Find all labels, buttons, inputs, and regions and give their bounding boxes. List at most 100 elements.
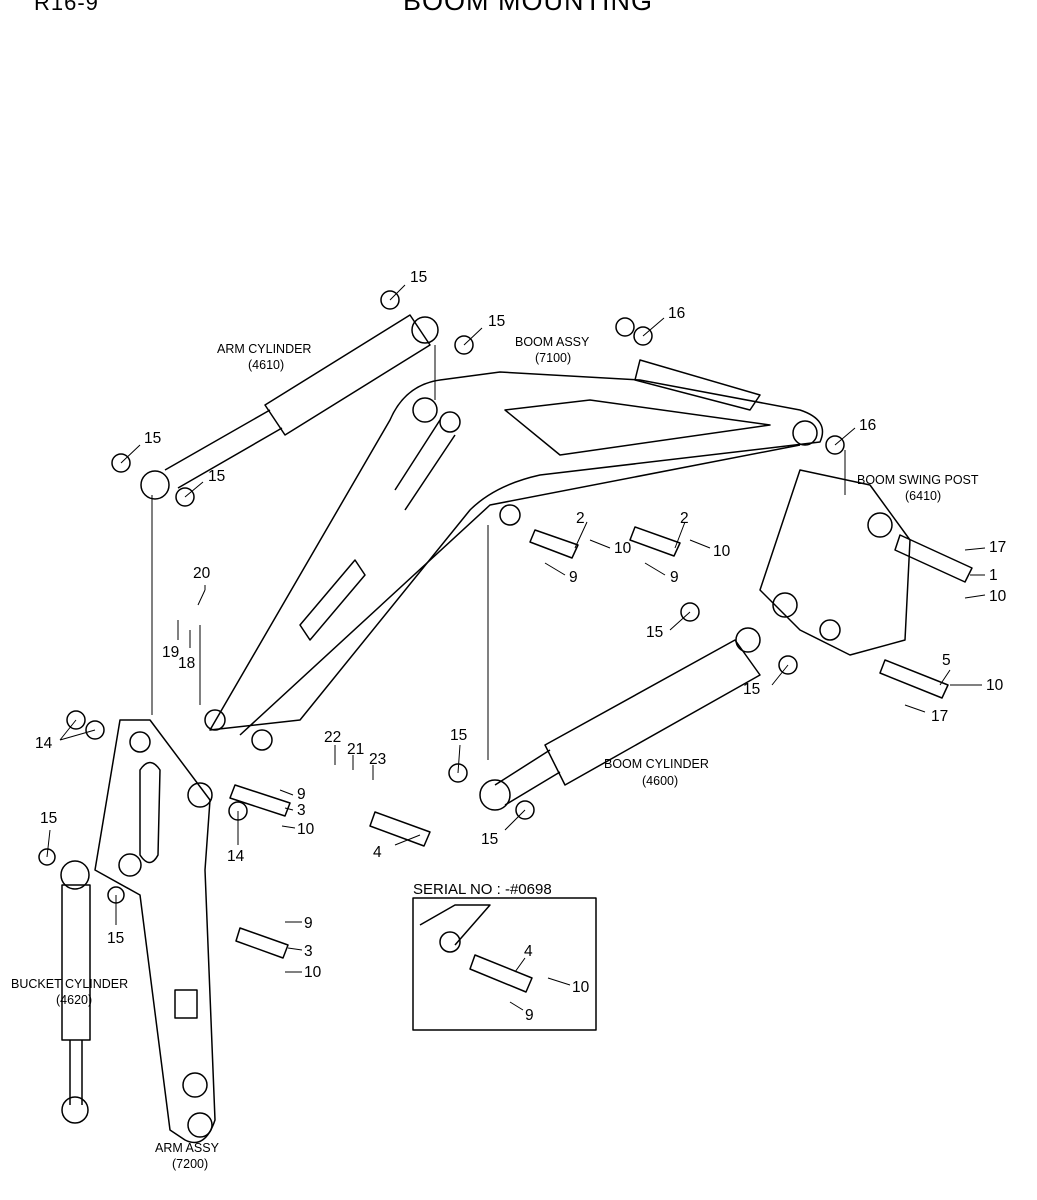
washer-15-d xyxy=(175,487,195,507)
boom-top-boss xyxy=(412,397,438,423)
boom-foot-boss-2 xyxy=(251,729,273,751)
inset-callout: 9 xyxy=(525,1007,534,1024)
inset-leaders xyxy=(509,957,571,1011)
washer-15-g xyxy=(448,763,468,783)
arm-cylinder-code: (4610) xyxy=(248,358,284,372)
arm-tip-boss xyxy=(187,1112,213,1138)
callout: 15 xyxy=(743,681,760,698)
boom-mid-boss xyxy=(499,504,521,526)
washer-15-b xyxy=(454,335,474,355)
callout: 15 xyxy=(144,430,161,447)
callout: 14 xyxy=(227,848,245,865)
swing-post-boss-left xyxy=(772,592,798,618)
boom-assy-code: (7100) xyxy=(535,351,571,365)
callout: 15 xyxy=(481,831,498,848)
washer-15-c xyxy=(111,453,131,473)
callout: 14 xyxy=(35,735,53,752)
page-id: R16-9 xyxy=(34,0,99,15)
callout: 15 xyxy=(40,810,57,827)
pin-4 xyxy=(369,811,431,847)
callout: 21 xyxy=(347,741,364,758)
callout: 9 xyxy=(670,569,679,586)
inset-callout: 4 xyxy=(524,943,533,960)
boom-cylinder-rod xyxy=(494,749,561,806)
bucket-cylinder-code: (4620) xyxy=(56,993,92,1007)
boom-side-slot xyxy=(299,559,366,641)
callout: 10 xyxy=(304,964,322,981)
boom-foot-boss-1 xyxy=(204,709,226,731)
callout: 1 xyxy=(989,567,998,584)
callout: 2 xyxy=(576,510,585,527)
callout: 22 xyxy=(324,729,341,746)
arm-cylinder-label: ARM CYLINDER xyxy=(217,342,311,356)
bucket-cylinder-label: BUCKET CYLINDER xyxy=(11,977,128,991)
boom-cylinder-code: (4600) xyxy=(642,774,678,788)
arm-cylinder-head-eye xyxy=(411,316,439,344)
pin-2-right xyxy=(629,526,681,557)
washer-15-f xyxy=(778,655,798,675)
arm-assy-code: (7200) xyxy=(172,1157,208,1171)
washer-15-h xyxy=(515,800,535,820)
washer-15-e xyxy=(680,602,700,622)
boom-lower-edge xyxy=(239,444,801,736)
swing-post-boss-low xyxy=(819,619,841,641)
inset-pin-boss xyxy=(439,931,461,953)
callout: 16 xyxy=(859,417,876,434)
pin-3-upper xyxy=(229,784,291,817)
page-title: BOOM MOUNTING xyxy=(403,0,653,16)
inset-callouts: 4 10 9 xyxy=(524,943,590,1024)
washer-14-a xyxy=(66,710,86,730)
pin-2-left xyxy=(529,529,579,559)
leader-lines xyxy=(46,284,986,973)
pin-3-lower xyxy=(235,927,289,959)
arm-bucket-boss xyxy=(182,1072,208,1098)
arm-body xyxy=(94,719,216,1144)
callout-numbers: 15 15 16 15 15 16 2 10 9 2 10 9 17 1 10 … xyxy=(35,269,1007,981)
callout: 20 xyxy=(193,565,211,582)
callout: 19 xyxy=(162,644,179,661)
swing-post-body xyxy=(759,469,911,656)
bucket-cylinder-rod-eye xyxy=(61,1096,89,1124)
swing-post-boss-top xyxy=(867,512,893,538)
callout: 3 xyxy=(304,943,313,960)
arm-top-boss xyxy=(129,731,151,753)
callout: 15 xyxy=(450,727,467,744)
callout: 10 xyxy=(713,543,731,560)
inset-arm-outline xyxy=(419,904,491,946)
bucket-cylinder-head-eye xyxy=(60,860,90,890)
arm-slot xyxy=(139,761,161,864)
arm-plate xyxy=(174,989,198,1019)
callout: 10 xyxy=(614,540,632,557)
boom-nose-boss xyxy=(792,420,818,446)
callout: 15 xyxy=(488,313,505,330)
arm-cylinder-rod xyxy=(164,409,283,489)
callout: 15 xyxy=(107,930,124,947)
boom-inner-web xyxy=(504,399,771,456)
assembly-labels: ARM CYLINDER (4610) BOOM ASSY (7100) BOO… xyxy=(11,335,979,1171)
pin-1 xyxy=(894,534,973,583)
callout: 17 xyxy=(989,539,1006,556)
washer-15-i xyxy=(38,848,56,866)
callout: 2 xyxy=(680,510,689,527)
callout: 23 xyxy=(369,751,386,768)
callout: 9 xyxy=(569,569,578,586)
callout: 9 xyxy=(304,915,313,932)
callout: 5 xyxy=(942,652,951,669)
serial-inset-frame xyxy=(412,897,597,1031)
boom-cylinder-label: BOOM CYLINDER xyxy=(604,757,709,771)
washer-15-a xyxy=(380,290,400,310)
pin-5 xyxy=(879,659,949,699)
arm-mid-boss xyxy=(187,782,213,808)
callout: 3 xyxy=(297,802,306,819)
callout: 10 xyxy=(989,588,1007,605)
boom-plate xyxy=(634,359,761,411)
callout: 9 xyxy=(297,786,306,803)
serial-number-label: SERIAL NO : -#0698 xyxy=(413,881,552,898)
callout: 10 xyxy=(986,677,1004,694)
bucket-cylinder-rod xyxy=(69,1040,83,1105)
arm-assy-label: ARM ASSY xyxy=(155,1141,220,1155)
boom-cylinder-barrel xyxy=(544,639,761,786)
washer-16-b xyxy=(633,326,653,346)
boom-body xyxy=(209,371,824,731)
